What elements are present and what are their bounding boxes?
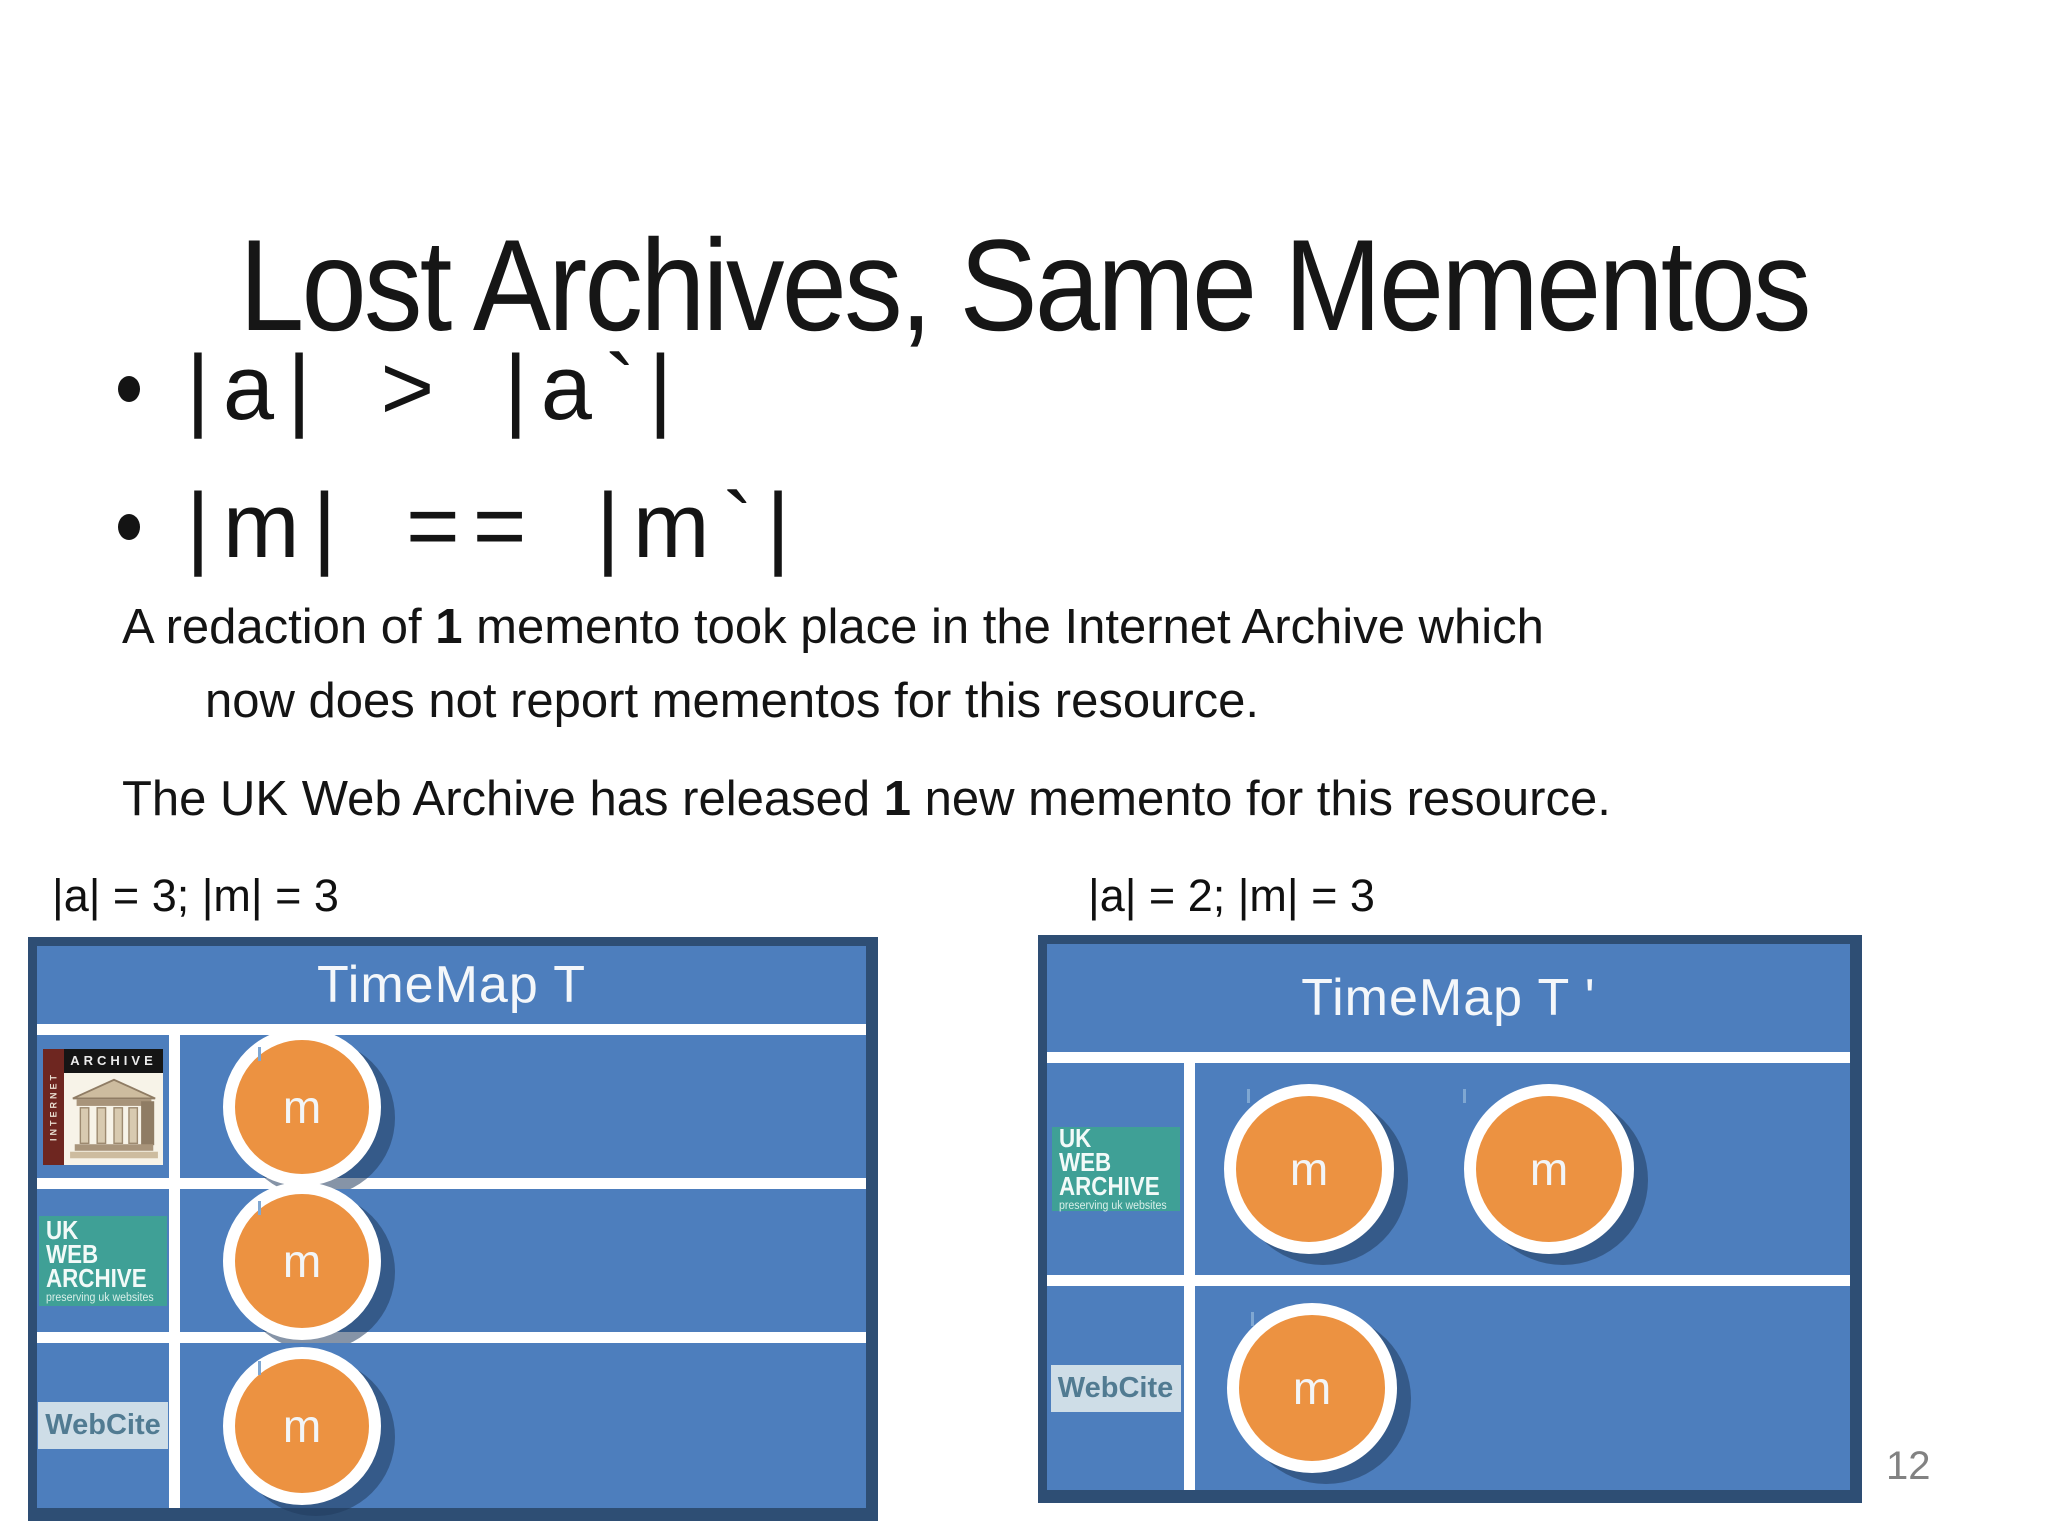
webcite-logo: WebCite [38, 1402, 168, 1449]
timemap-box-left: TimeMap T INTERNET ARCHIVE [28, 937, 878, 1521]
paragraph-bold: 1 [883, 772, 911, 826]
memento-label: m [282, 1080, 322, 1133]
paragraph-text: A redaction of [122, 600, 436, 654]
ukwa-logo-tagline: preserving uk websites [1058, 1200, 1167, 1212]
internet-archive-logo-top-text: ARCHIVE [64, 1048, 163, 1073]
paragraph-text: The UK Web Archive has released [122, 772, 884, 826]
uk-web-archive-logo: UK WEB ARCHIVE preserving uk websites [1051, 1123, 1180, 1212]
bullet-dot [118, 375, 140, 402]
timemap-header: TimeMap T ' [1047, 944, 1850, 1052]
paragraph-text: new memento for this resource. [910, 772, 1611, 826]
ukwa-logo-line: WEB [1058, 1147, 1111, 1177]
ukwa-logo-line: ARCHIVE [46, 1262, 147, 1293]
memento-cell: m [180, 1027, 866, 1186]
ukwa-logo-line: WEB [46, 1238, 99, 1269]
bullet-text: |a| > |a`| [186, 337, 686, 439]
memento-cell: m m [1195, 1063, 1850, 1275]
memento-circle: m [1227, 1303, 1397, 1473]
archive-logo-cell: INTERNET ARCHIVE [37, 1035, 169, 1178]
internet-archive-logo-side-text: INTERNET [43, 1048, 64, 1165]
paragraph-bold: 1 [435, 600, 463, 654]
memento-label: m [282, 1234, 322, 1287]
memento-cell: m [180, 1343, 866, 1508]
column-gap [169, 1189, 180, 1332]
memento-label: m [282, 1399, 322, 1452]
ukwa-logo-line: ARCHIVE [1058, 1171, 1160, 1201]
ukwa-logo-line: UK [46, 1214, 79, 1245]
archive-row-webcite: WebCite m [37, 1343, 866, 1508]
memento-circle: m [1464, 1084, 1634, 1254]
archive-logo-cell: UK WEB ARCHIVE preserving uk websites [37, 1189, 169, 1332]
timeline-tick [1463, 1089, 1466, 1103]
page-number: 12 [1886, 1444, 1931, 1488]
ukwa-logo-tagline: preserving uk websites [46, 1291, 154, 1304]
archive-row-webcite: WebCite m [1047, 1286, 1850, 1490]
archive-logo-cell: UK WEB ARCHIVE preserving uk websites [1047, 1063, 1184, 1275]
bullet-text: |m| == |m`| [186, 475, 804, 577]
right-diagram-label: |a| = 2; |m| = 3 [1088, 870, 1375, 921]
memento-circle: m [223, 1346, 381, 1505]
memento-circle: m [223, 1181, 381, 1340]
bullet-item: |m| == |m`| [118, 474, 803, 579]
column-gap [1184, 1063, 1195, 1275]
timeline-tick [258, 1201, 261, 1215]
timeline-tick [1251, 1312, 1254, 1326]
timeline-tick [258, 1047, 261, 1061]
page-title: Lost Archives, Same Mementos [239, 212, 1811, 359]
memento-cell: m [180, 1181, 866, 1340]
bullet-item: |a| > |a`| [118, 336, 685, 441]
webcite-logo: WebCite [1050, 1364, 1181, 1412]
body-paragraph: A redaction of 1 memento took place in t… [122, 590, 1544, 738]
archive-row-internet-archive: INTERNET ARCHIVE [37, 1027, 866, 1186]
body-paragraph: The UK Web Archive has released 1 new me… [122, 762, 1611, 836]
ukwa-logo-line: UK [1058, 1123, 1091, 1153]
memento-label: m [1529, 1143, 1569, 1195]
paragraph-text: memento took place in the Internet Archi… [462, 600, 1544, 654]
timemap-header: TimeMap T [37, 946, 866, 1024]
paragraph-text: now does not report mementos for this re… [205, 674, 1260, 728]
memento-circle: m [1224, 1084, 1394, 1254]
internet-archive-building-icon [64, 1073, 163, 1165]
archive-logo-cell: WebCite [37, 1343, 169, 1508]
archive-logo-cell: WebCite [1047, 1286, 1184, 1490]
left-diagram-label: |a| = 3; |m| = 3 [52, 870, 339, 921]
memento-circle: m [223, 1027, 381, 1186]
bullet-dot [118, 513, 140, 540]
timemap-box-right: TimeMap T ' UK WEB ARCHIVE preserving uk… [1038, 935, 1862, 1503]
column-gap [169, 1343, 180, 1508]
timeline-tick [258, 1361, 261, 1375]
memento-cell: m [1195, 1286, 1850, 1490]
uk-web-archive-logo: UK WEB ARCHIVE preserving uk websites [39, 1214, 167, 1306]
column-gap [169, 1035, 180, 1178]
archive-row-uk-web-archive: UK WEB ARCHIVE preserving uk websites m [37, 1181, 866, 1340]
column-gap [1184, 1286, 1195, 1490]
memento-label: m [1289, 1143, 1329, 1195]
memento-label: m [1292, 1362, 1332, 1414]
timeline-tick [1247, 1089, 1250, 1103]
archive-row-uk-web-archive: UK WEB ARCHIVE preserving uk websites m … [1047, 1063, 1850, 1275]
internet-archive-logo: INTERNET ARCHIVE [43, 1048, 163, 1165]
